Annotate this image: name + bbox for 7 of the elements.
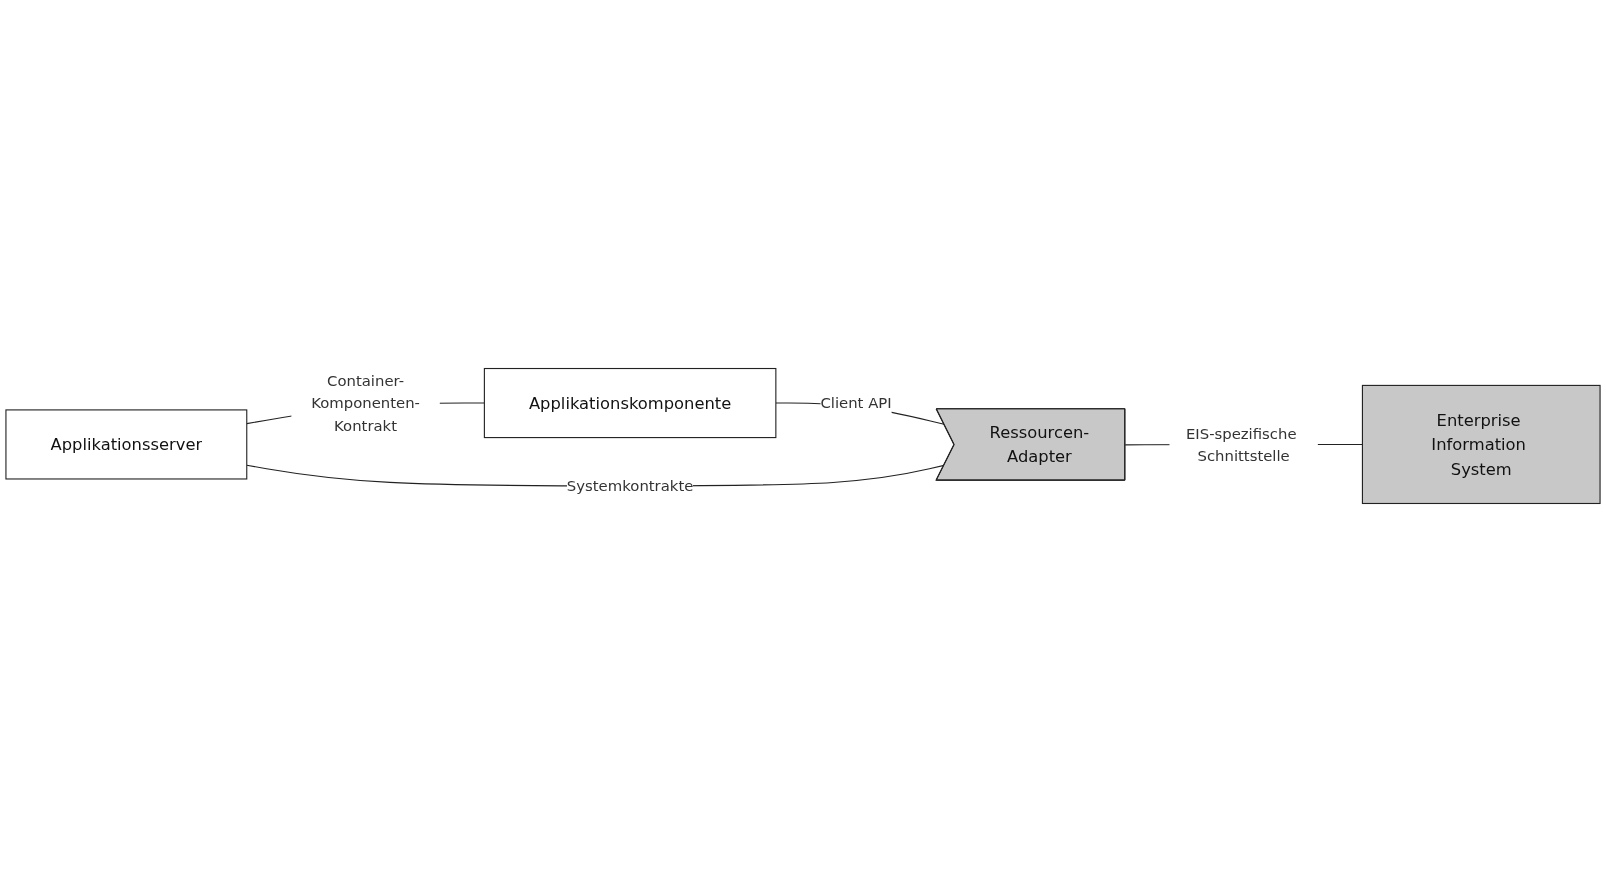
node-box: Applikationskomponente: [483, 367, 777, 439]
edge-label: Systemkontrakte: [566, 476, 694, 495]
edge-label: Container-Komponenten-Kontrakt: [311, 371, 420, 435]
edge-label: Client API: [820, 394, 892, 412]
node-box: Enterprise Information System: [1361, 384, 1601, 505]
edge-label: EIS-spezifische Schnittstelle: [1185, 424, 1297, 465]
node-box: Applikationsserver: [5, 409, 248, 480]
